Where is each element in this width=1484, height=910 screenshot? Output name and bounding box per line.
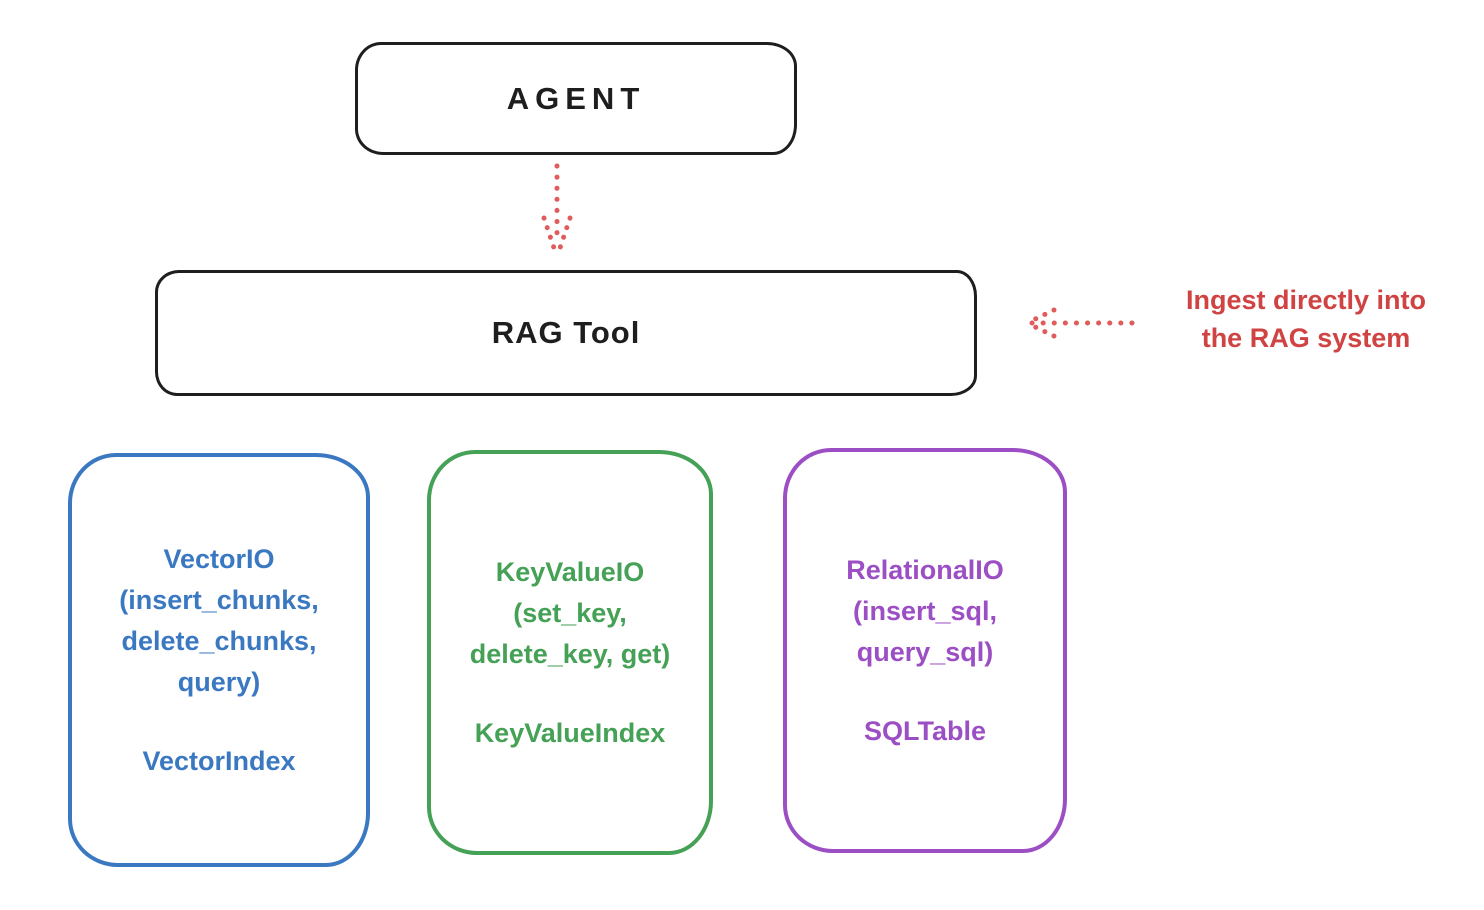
keyvalue-io-title: KeyValueIO (set_key, delete_key, get) [469,556,671,669]
relational-io-box: RelationalIO (insert_sql, query_sql) SQL… [783,448,1067,853]
ingest-annotation: Ingest directly into the RAG system [1185,285,1427,353]
agent-box: AGENT [355,42,797,155]
agent-label: AGENT [506,80,646,116]
rag-tool-box: RAG Tool [155,270,977,396]
ingest-arrow-icon [1026,307,1135,339]
rag-tool-label: RAG Tool [491,315,641,350]
keyvalue-io-box: KeyValueIO (set_key, delete_key, get) Ke… [427,450,713,855]
relational-io-title: RelationalIO (insert_sql, query_sql) [846,554,1004,667]
vector-io-box: VectorIO (insert_chunks, delete_chunks, … [68,453,370,867]
agent-to-rag-arrow-icon [541,163,573,257]
vector-io-title: VectorIO (insert_chunks, delete_chunks, … [119,543,319,697]
keyvalue-index-label: KeyValueIndex [474,717,666,748]
sql-table-label: SQLTable [863,715,986,746]
vector-index-label: VectorIndex [142,745,296,776]
